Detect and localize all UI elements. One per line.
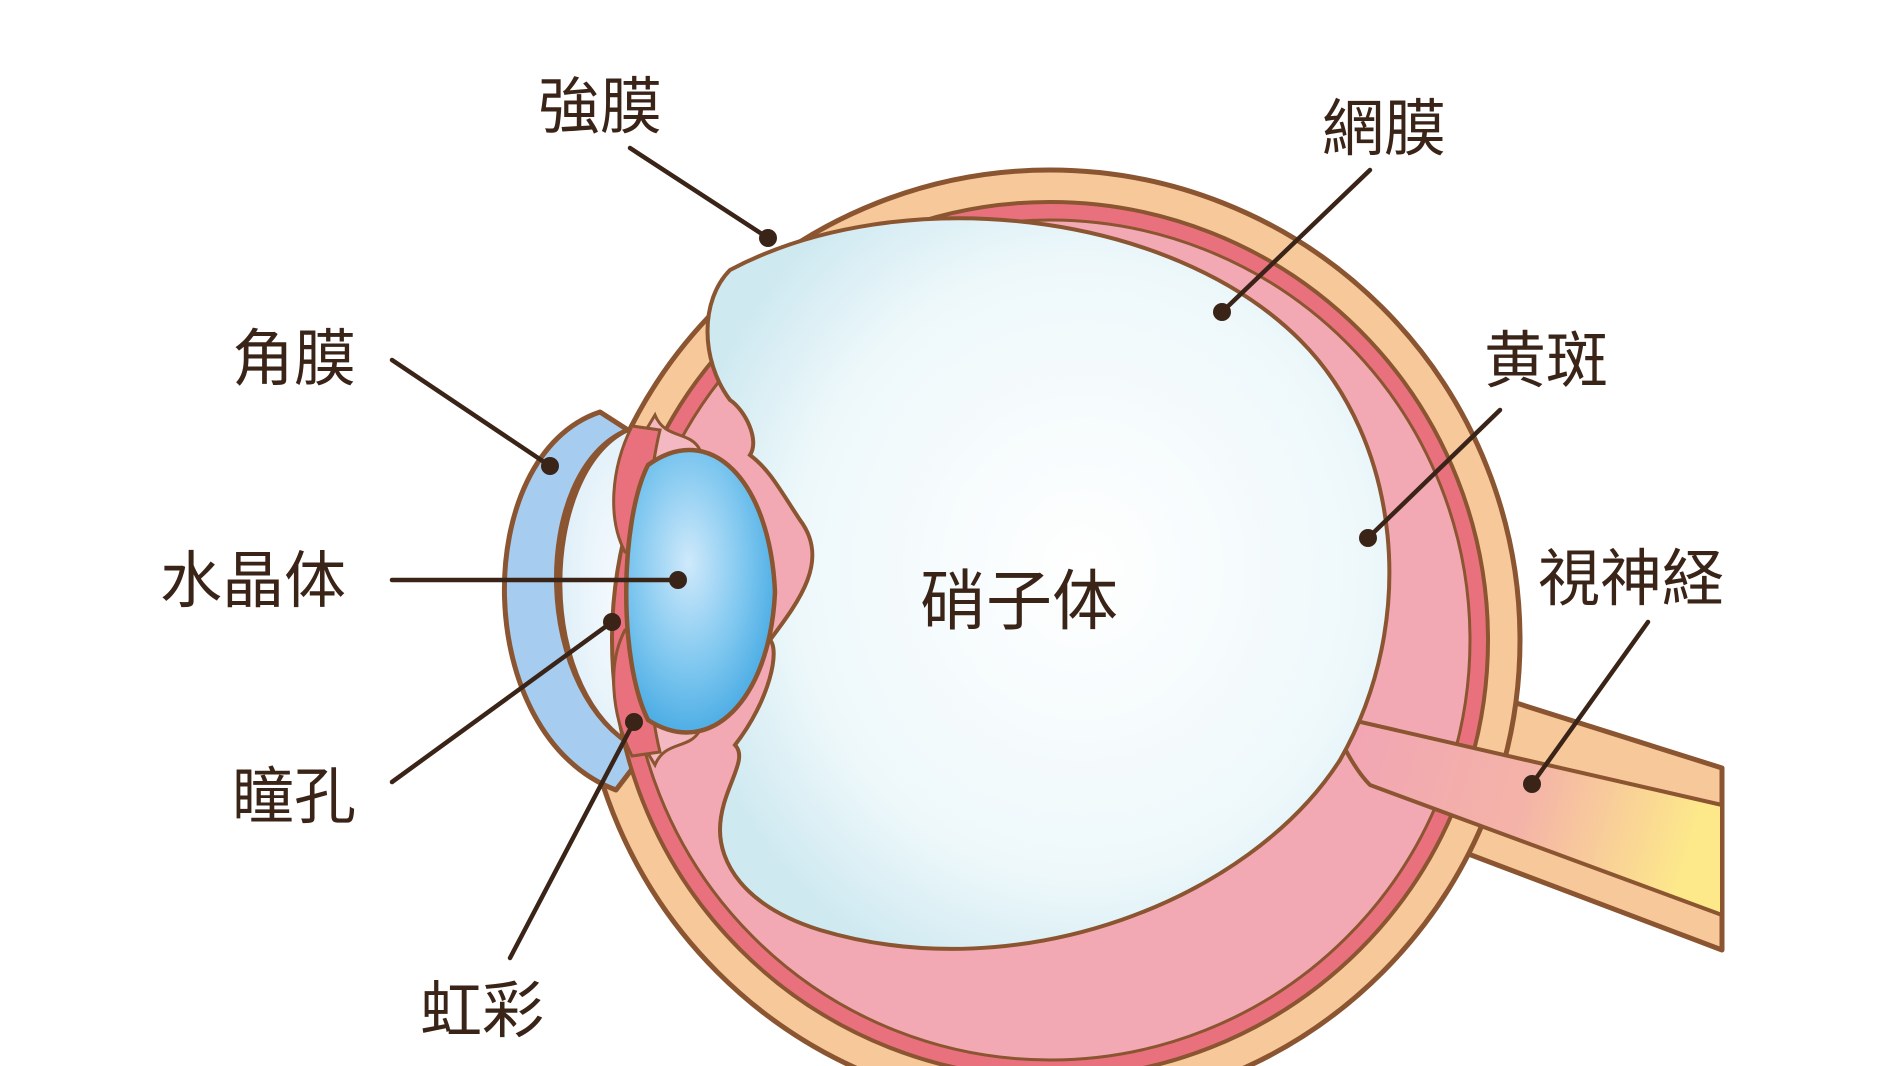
dot-cornea [541,457,559,475]
leader-sclera [627,145,771,241]
dot-macula [1359,529,1377,547]
dot-lens [669,571,687,589]
dot-iris [625,713,643,731]
label-pupil: 瞳孔 [232,760,356,833]
leader-pupil [389,619,615,785]
leader-optic-nerve [1529,619,1651,787]
dot-sclera [759,229,777,247]
label-iris: 虹彩 [420,974,544,1047]
leader-cornea [389,357,553,469]
label-optic-nerve: 視神経 [1538,542,1724,615]
leader-retina [1219,167,1373,315]
label-cornea: 角膜 [232,322,356,395]
leader-macula [1365,407,1503,541]
label-macula: 黄斑 [1484,324,1608,397]
label-retina: 網膜 [1322,92,1446,165]
label-sclera: 強膜 [538,70,662,143]
dot-retina [1213,303,1231,321]
dot-optic-nerve [1523,775,1541,793]
label-lens: 水晶体 [160,544,346,617]
label-vitreous: 硝子体 [920,563,1118,640]
lens [624,447,778,735]
leader-iris [507,719,637,961]
dot-pupil [603,613,621,631]
vitreous-body [705,216,1392,951]
cornea [502,409,648,793]
